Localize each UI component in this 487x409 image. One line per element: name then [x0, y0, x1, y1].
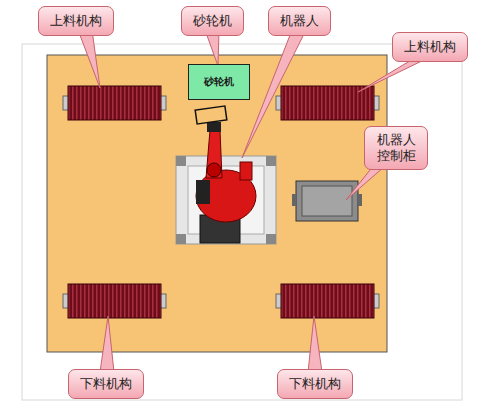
node-label: 上料机构: [404, 39, 456, 54]
robot: [176, 106, 276, 244]
callout-bubble: 下料机构: [277, 369, 353, 399]
callout-bubble: 砂轮机: [181, 6, 244, 36]
callout-bubble: 上料机构: [392, 32, 468, 62]
callout-bubble: 机器人: [268, 6, 331, 36]
frame: [22, 44, 462, 400]
callout-bubble: 上料机构: [38, 6, 114, 36]
base-plate: [47, 55, 387, 352]
node-label: 砂轮机: [193, 13, 232, 28]
node-label: 下料机构: [80, 376, 132, 391]
control-cabinet: [292, 181, 362, 221]
feeder-units: [63, 86, 379, 318]
node-label: 砂轮机: [204, 75, 234, 89]
node-label: 机器人 控制柜: [377, 132, 416, 163]
callout-bubble: 下料机构: [68, 369, 144, 399]
grinder-box: 砂轮机: [188, 64, 250, 100]
node-label: 上料机构: [50, 13, 102, 28]
node-label: 下料机构: [289, 376, 341, 391]
node-label: 机器人: [280, 13, 319, 28]
callout-tails: [78, 30, 432, 372]
callout-bubble: 机器人 控制柜: [364, 126, 428, 171]
